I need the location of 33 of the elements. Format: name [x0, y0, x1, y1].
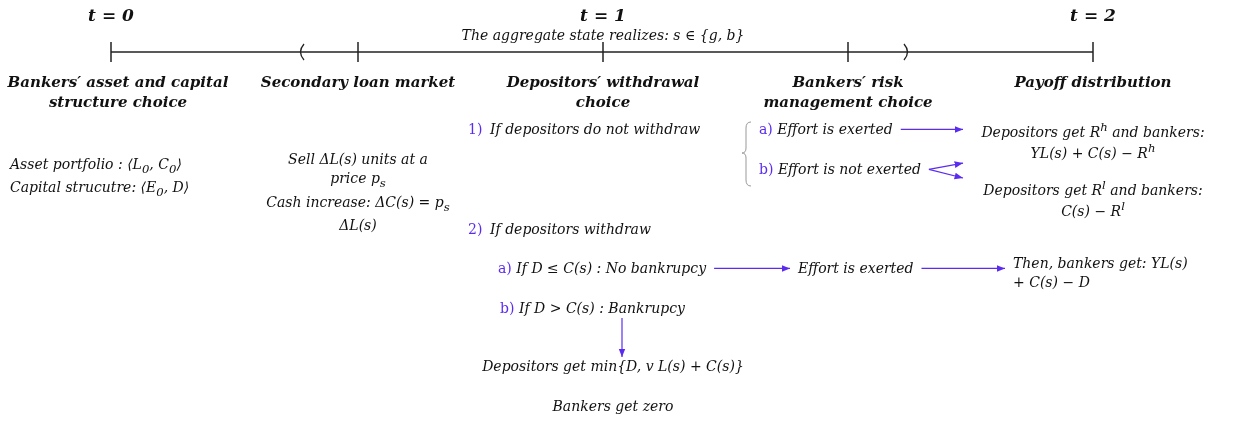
case-number: 2) — [468, 220, 484, 239]
stage-heading: Depositors′ withdrawal choice — [505, 72, 701, 113]
time-label: t = 1 — [579, 4, 627, 27]
arrow — [928, 168, 964, 180]
outcome-text: a) Effort is exerted — [751, 120, 901, 139]
outcome-text: b) Effort is not exerted — [751, 160, 929, 179]
outcome-text: b) If D > C(s) : Bankrupcy — [492, 299, 693, 318]
case-text: If depositors do not withdraw — [490, 120, 702, 139]
arrow — [920, 265, 1006, 272]
time-label: t = 0 — [87, 4, 135, 27]
outcome-text: Effort is exerted — [790, 259, 922, 278]
outcome-text: Depositors get R$^{h}$ and bankers: YL(s) + C(s) − R$^{h}$ — [963, 120, 1223, 164]
market-text: Cash increase: ΔC(s) = p$_{s}$ ΔL(s) — [265, 193, 451, 235]
case-text: If depositors withdraw — [490, 220, 652, 239]
arrow — [900, 126, 964, 133]
outcome-text: a) If D ≤ C(s) : No bankrupcy — [490, 259, 715, 278]
stage-heading: Bankers′ asset and capital structure choice — [6, 72, 230, 113]
choice-text: Capital strucutre: ⟨E$_{0}$, D⟩ — [10, 178, 191, 201]
outcome-text: Depositors get min{D, v L(s) + C(s)} — [453, 357, 773, 376]
market-text: Sell ΔL(s) units at a price p$_{s}$ — [287, 150, 429, 192]
stage-heading: Secondary loan market — [259, 72, 457, 93]
outcome-text: Depositors get R$^{l}$ and bankers: C(s) − R$^{l}$ — [963, 178, 1223, 222]
choice-text: Asset portfolio : ⟨L$_{0}$, C$_{0}$⟩ — [10, 155, 183, 178]
case-number: 1) — [468, 120, 484, 139]
stage-heading: Payoff distribution — [1013, 72, 1173, 93]
arrow — [713, 265, 791, 272]
state-note: The aggregate state realizes: s ∈ {g, b} — [460, 26, 746, 45]
arrow — [928, 161, 964, 171]
payoff-text: Bankers get zero — [551, 397, 675, 416]
time-label: t = 2 — [1069, 4, 1117, 27]
outcome-text: Then, bankers get: YL(s) + C(s) − D — [1005, 254, 1205, 292]
stage-heading: Bankers′ risk management choice — [762, 72, 934, 113]
arrow — [618, 317, 626, 358]
